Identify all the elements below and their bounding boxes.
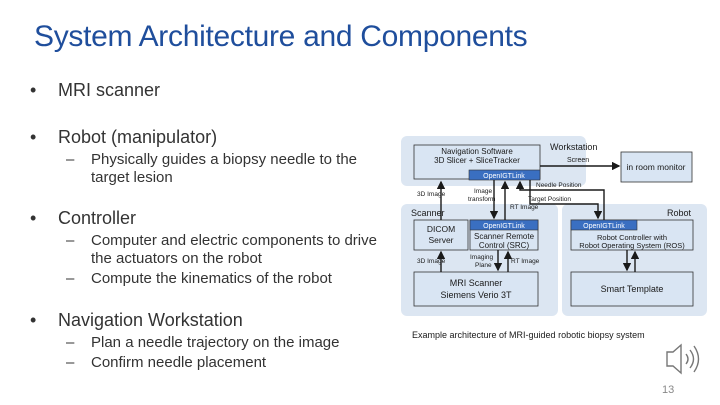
bullet-text: Navigation Workstation <box>58 310 243 330</box>
speaker-icon[interactable] <box>666 343 700 375</box>
sub-bullet-item: –Plan a needle trajectory on the image <box>66 334 381 352</box>
arrow-target-position <box>529 180 603 220</box>
arrow-needle-position <box>515 180 605 220</box>
dicom-server-box <box>413 219 469 251</box>
bullet-item: •Robot (manipulator) <box>30 127 218 147</box>
svg-text:Scanner Remote: Scanner Remote <box>474 232 535 241</box>
bullet-text: Robot (manipulator) <box>58 127 218 147</box>
svg-text:3D Image: 3D Image <box>417 258 446 265</box>
svg-text:transform: transform <box>468 196 495 203</box>
slide-title: System Architecture and Components <box>34 20 528 53</box>
svg-text:Robot Operating System (ROS): Robot Operating System (ROS) <box>579 241 685 250</box>
in-room-monitor-box <box>620 151 693 183</box>
svg-text:Server: Server <box>428 235 453 245</box>
svg-text:Plane: Plane <box>475 262 492 269</box>
svg-text:3D Slicer + SliceTracker: 3D Slicer + SliceTracker <box>434 156 520 165</box>
bullet-item: •Navigation Workstation <box>30 310 243 330</box>
svg-text:Imaging: Imaging <box>470 254 494 261</box>
mri-scanner-box <box>413 271 539 307</box>
smart-template-box <box>570 271 694 307</box>
svg-text:Screen: Screen <box>567 157 589 164</box>
svg-text:RT Image: RT Image <box>510 204 539 211</box>
svg-text:Smart Template: Smart Template <box>601 284 664 294</box>
svg-text:in room monitor: in room monitor <box>626 162 685 172</box>
svg-text:DICOM: DICOM <box>427 224 455 234</box>
svg-text:OpenIGTLink: OpenIGTLink <box>583 223 625 230</box>
sub-bullet-item: –Computer and electric components to dri… <box>66 232 381 268</box>
svg-text:RT Image: RT Image <box>511 258 540 265</box>
bullet-item: •Controller <box>30 208 137 228</box>
svg-text:Image: Image <box>474 188 492 195</box>
workstation-label: Workstation <box>550 142 597 152</box>
bullet-text: Controller <box>58 208 137 228</box>
diagram-caption: Example architecture of MRI-guided robot… <box>412 330 645 340</box>
sub-bullet-text: Plan a needle trajectory on the image <box>91 334 340 351</box>
svg-text:OpenIGTLink: OpenIGTLink <box>483 173 525 180</box>
sub-bullet-item: –Physically guides a biopsy needle to th… <box>66 151 381 187</box>
svg-text:OpenIGTLink: OpenIGTLink <box>483 223 525 230</box>
svg-text:3D Image: 3D Image <box>417 191 446 198</box>
svg-text:Control (SRC): Control (SRC) <box>479 241 530 250</box>
svg-text:Navigation Software: Navigation Software <box>441 147 513 156</box>
sub-bullet-item: –Confirm needle placement <box>66 354 381 372</box>
svg-text:Siemens Verio 3T: Siemens Verio 3T <box>440 290 512 300</box>
scanner-label: Scanner <box>411 208 445 218</box>
sub-bullet-text: Physically guides a biopsy needle to the… <box>91 151 358 186</box>
sub-bullet-item: –Compute the kinematics of the robot <box>66 270 381 288</box>
svg-text:MRI Scanner: MRI Scanner <box>450 278 503 288</box>
svg-text:Target Position: Target Position <box>528 196 571 203</box>
sub-bullet-text: Confirm needle placement <box>91 354 267 371</box>
svg-text:Needle Position: Needle Position <box>536 182 582 189</box>
robot-label: Robot <box>667 208 692 218</box>
svg-text:Robot Controller with: Robot Controller with <box>597 233 667 242</box>
openigtlink-tag-scanner <box>469 219 539 231</box>
bullet-item: •MRI scanner <box>30 80 161 100</box>
sub-bullet-text: Computer and electric components to driv… <box>91 232 377 267</box>
bullet-text: MRI scanner <box>58 80 161 100</box>
page-number: 13 <box>662 384 675 396</box>
openigtlink-tag-workstation <box>468 169 541 181</box>
sub-bullet-text: Compute the kinematics of the robot <box>91 270 332 287</box>
